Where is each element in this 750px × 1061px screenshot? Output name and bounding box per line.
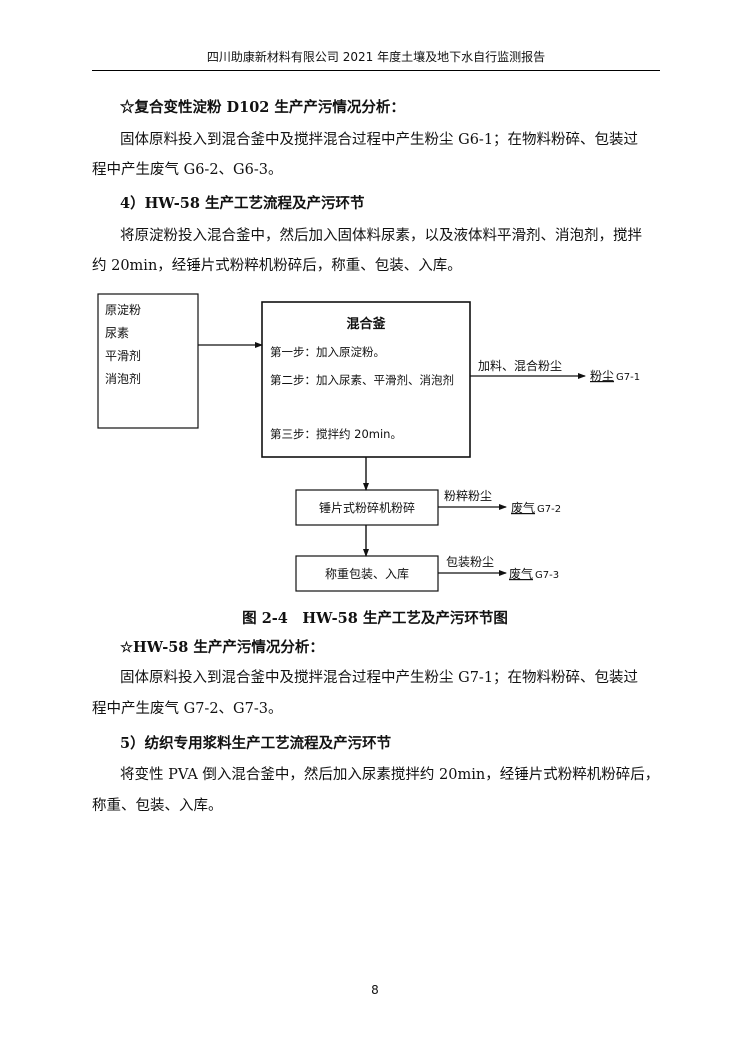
packing-emission-label: 包装粉尘 [446, 555, 494, 569]
mixer-step2: 第二步：加入尿素、平滑剂、消泡剂 [270, 373, 454, 387]
hw58-analysis-line2: 程中产生废气 G7-2、G7-3。 [92, 701, 283, 717]
hw58-analysis-title: ☆HW-58 生产产污情况分析： [120, 639, 324, 656]
d102-analysis-line1: 固体原料投入到混合釜中及搅拌混合过程中产生粉尘 G6-1；在物料粉碎、包装过 [120, 132, 639, 148]
hw58-analysis-line1: 固体原料投入到混合釜中及搅拌混合过程中产生粉尘 G7-1；在物料粉碎、包装过 [120, 670, 639, 686]
material-item: 平滑剂 [105, 348, 141, 363]
section4-line2: 约 20min，经锤片式粉粹机粉碎后，称重、包装、入库。 [92, 258, 462, 274]
d102-analysis-line2: 程中产生废气 G6-2、G6-3。 [92, 162, 283, 178]
material-item: 消泡剂 [105, 371, 141, 386]
materials-box [97, 293, 199, 429]
mixer-emission-label: 加料、混合粉尘 [478, 358, 562, 373]
material-item: 尿素 [105, 326, 129, 340]
page-header: 四川助康新材料有限公司 2021 年度土壤及地下水自行监测报告 [92, 48, 660, 71]
figure-caption: 图 2-4 HW-58 生产工艺及产污环节图 [242, 610, 508, 627]
packing-emission-target: 废气 [509, 566, 533, 581]
mixer-step1: 第一步：加入原淀粉。 [270, 345, 385, 359]
crusher-label: 锤片式粉碎机粉碎 [319, 500, 415, 515]
page-number: 8 [371, 983, 379, 997]
section5-title: 5）纺织专用浆料生产工艺流程及产污环节 [120, 735, 392, 752]
section5-line2: 称重、包装、入库。 [92, 798, 223, 814]
mixer-title: 混合釜 [346, 316, 386, 332]
material-item: 原淀粉 [105, 303, 141, 317]
mixer-emission-target: 粉尘 [590, 369, 614, 383]
d102-analysis-title: ☆复合变性淀粉 D102 生产产污情况分析： [120, 99, 405, 116]
packing-label: 称重包装、入库 [325, 566, 409, 581]
crusher-emission-target: 废气 [511, 500, 535, 515]
section5-line1: 将变性 PVA 倒入混合釜中，然后加入尿素搅拌约 20min，经锤片式粉粹机粉碎… [120, 767, 660, 783]
packing-emission-code: G7-3 [535, 570, 559, 581]
section4-title: 4）HW-58 生产工艺流程及产污环节 [120, 195, 365, 212]
mixer-step3: 第三步：搅拌约 20min。 [270, 427, 402, 441]
section4-line1: 将原淀粉投入混合釜中，然后加入固体料尿素，以及液体料平滑剂、消泡剂，搅拌 [120, 228, 642, 244]
process-flow-diagram: 原淀粉 尿素 平滑剂 消泡剂 混合釜 第一步：加入原淀粉。 第二步：加入尿素、平… [97, 293, 640, 592]
crusher-emission-label: 粉粹粉尘 [444, 489, 492, 503]
mixer-emission-code: G7-1 [616, 372, 640, 383]
crusher-emission-code: G7-2 [537, 504, 561, 515]
